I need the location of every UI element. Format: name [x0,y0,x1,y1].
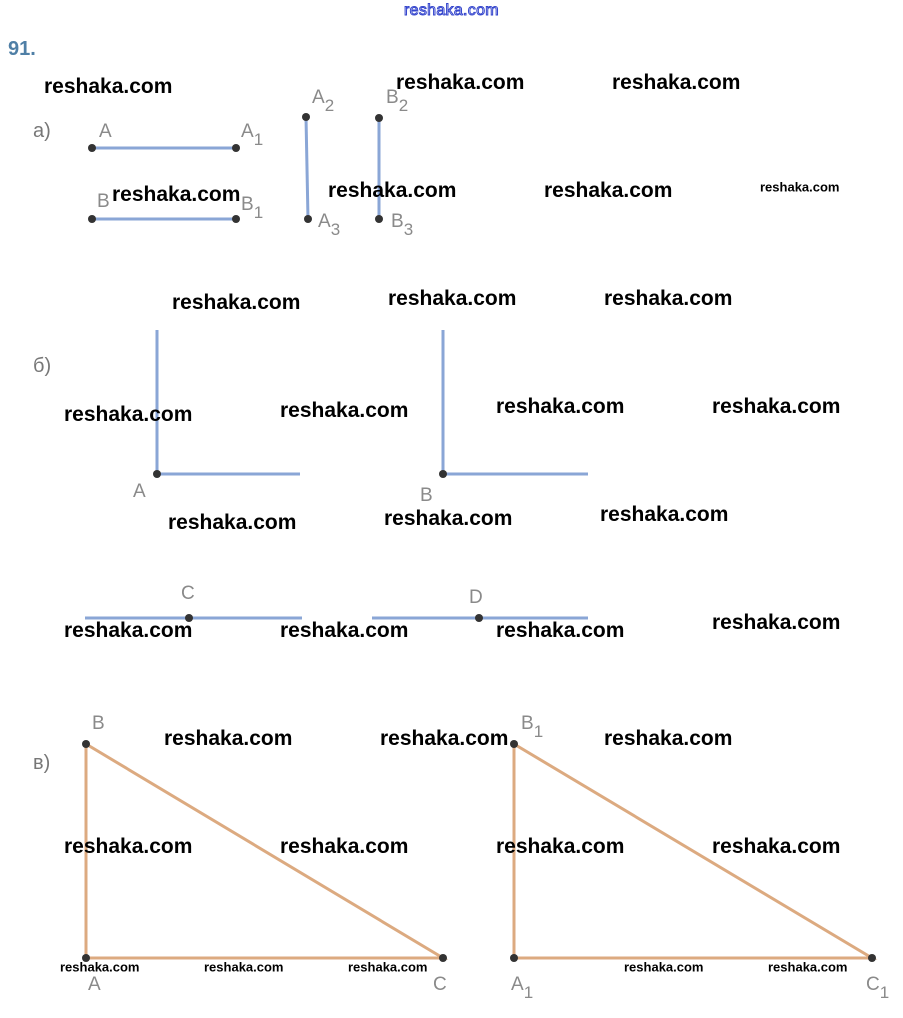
point-label-v-C: C [433,974,447,995]
watermark: reshaka.com [64,619,193,642]
watermark: reshaka.com [64,403,193,426]
point-label-v-B1: B1 [521,713,544,741]
watermark: reshaka.com [712,395,841,418]
watermark: reshaka.com [172,291,301,314]
watermark: reshaka.com [712,611,841,634]
watermark: reshaka.com [204,959,284,975]
watermark: reshaka.com [112,183,241,206]
point-label-b-D: D [469,587,483,608]
point-label-a-A: A [99,121,112,142]
segment-A2A3 [304,116,310,220]
part-a-label: а) [33,120,51,142]
point-label-v-B: B [92,713,105,734]
exercise-number: 91. [8,38,36,60]
watermark: reshaka.com [168,511,297,534]
site-watermark-top: reshaka.com [404,2,500,20]
watermark: reshaka.com [624,959,704,975]
part-b-label: б) [33,355,52,377]
watermark: reshaka.com [496,835,625,858]
point-label-v-A: A [88,974,101,995]
point-label-v-C1: C1 [866,974,890,1002]
watermark: reshaka.com [760,179,840,195]
part-v-triangles [84,741,878,960]
point-label-a-A2: A2 [312,87,335,115]
part-v-label: в) [33,752,51,774]
watermark: reshaka.com [612,71,741,94]
watermark: reshaka.com [384,507,513,530]
watermark: reshaka.com [388,287,517,310]
watermark: reshaka.com [768,959,848,975]
part-a-segments [92,116,381,221]
watermark: reshaka.com [60,959,140,975]
point-label-a-A3: A3 [318,211,341,239]
watermark: reshaka.com [348,959,428,975]
triangle-ABC [84,741,449,960]
angle-A [155,330,300,476]
watermark: reshaka.com [604,727,733,750]
watermark: reshaka.com [164,727,293,750]
watermark: reshaka.com [44,75,173,98]
watermark: reshaka.com [544,179,673,202]
watermark: reshaka.com [396,71,525,94]
point-label-v-A1: A1 [511,974,534,1002]
point-label-a-A1: A1 [241,121,264,149]
watermark: reshaka.com [496,395,625,418]
watermark: reshaka.com [496,619,625,642]
triangle-A1B1C1 [512,741,878,960]
watermark: reshaka.com [712,835,841,858]
point-label-a-B3: B3 [391,211,414,239]
watermark: reshaka.com [328,179,457,202]
watermark: reshaka.com [280,835,409,858]
point-label-b-C: C [181,583,195,604]
watermark: reshaka.com [604,287,733,310]
watermark: reshaka.com [280,399,409,422]
point-label-a-B: B [97,191,110,212]
watermark: reshaka.com [600,503,729,526]
point-label-a-B1: B1 [241,194,264,222]
watermark: reshaka.com [380,727,509,750]
point-label-b-A: A [133,481,146,502]
watermark: reshaka.com [280,619,409,642]
watermark: reshaka.com [64,835,193,858]
point-label-b-B: B [420,485,433,506]
point-label-a-B2: B2 [386,87,409,115]
points [82,113,876,962]
